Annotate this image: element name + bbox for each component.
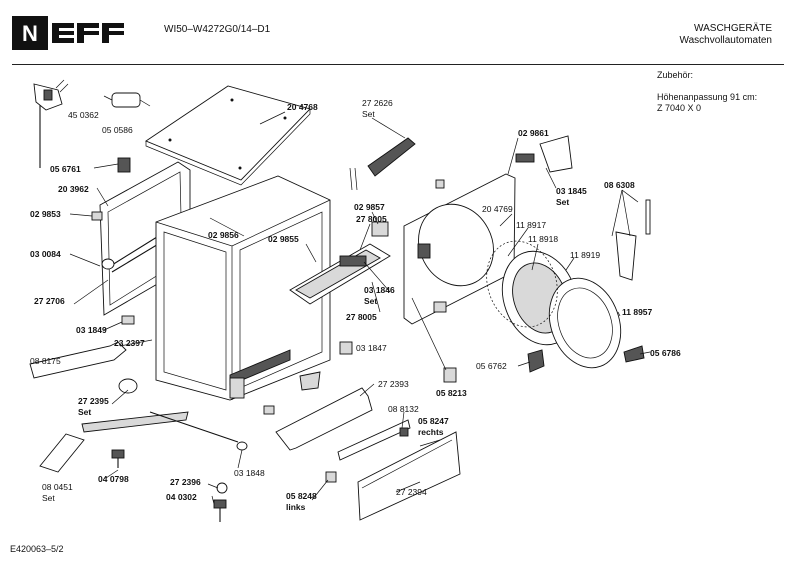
label-029855: 02 9855	[268, 234, 299, 244]
service-flap-part	[357, 431, 461, 521]
foot-set-part	[39, 411, 189, 473]
label-029857: 02 9857	[354, 202, 385, 212]
label-031847: 03 1847	[356, 343, 387, 353]
top-rail-part	[349, 137, 416, 191]
power-plug-part	[33, 79, 69, 168]
label-272706: 27 2706	[34, 296, 65, 306]
label-029856: 02 9856	[208, 230, 239, 240]
label-056762: 05 6762	[476, 361, 507, 371]
suppressor-part	[103, 92, 151, 108]
label-086308: 08 6308	[604, 180, 635, 190]
label-links: links	[286, 502, 306, 512]
label-040302: 04 0302	[166, 492, 197, 502]
label-rechts: rechts	[418, 427, 444, 437]
label-029853: 02 9853	[30, 209, 61, 219]
accessories-title: Zubehör:	[657, 70, 694, 80]
document-id: E420063–5/2	[10, 544, 64, 554]
neff-logo: N	[12, 16, 124, 50]
label-031848: 03 1848	[234, 468, 265, 478]
label-031845: 03 1845	[556, 186, 587, 196]
label-050586: 05 0586	[102, 125, 133, 135]
label-204768: 20 4768	[287, 102, 318, 112]
control-panel-part	[289, 221, 391, 305]
header-rule	[12, 64, 784, 65]
front-panel-part	[403, 173, 516, 325]
label-118917: 11 8917	[516, 220, 546, 230]
label-030084: 03 0084	[30, 249, 61, 259]
category-title: WASCHGERÄTE	[694, 23, 772, 34]
plinth-part	[275, 387, 411, 461]
label-058248: 05 8248	[286, 491, 317, 501]
housing-part	[155, 175, 331, 401]
label-set-a: Set	[362, 109, 375, 119]
label-080451: 08 0451	[42, 482, 73, 492]
part-labels: 45 0362 05 0586 20 4768 27 2626 Set 05 6…	[30, 98, 681, 512]
subcategory-title: Waschvollautomaten	[679, 35, 772, 46]
label-031846: 03 1846	[364, 285, 395, 295]
label-203962: 20 3962	[58, 184, 89, 194]
label-set-d: Set	[556, 197, 569, 207]
label-118919: 11 8919	[570, 250, 600, 260]
label-450362: 45 0362	[68, 110, 99, 120]
label-056761: 05 6761	[50, 164, 81, 174]
label-232397: 23 2397	[114, 338, 145, 348]
label-118957: 11 8957	[622, 307, 653, 317]
label-272396: 27 2396	[170, 477, 201, 487]
door-part	[486, 240, 622, 369]
label-029861: 02 9861	[518, 128, 549, 138]
label-031849: 03 1849	[76, 325, 107, 335]
model-number: WI50–W4272G0/14–D1	[164, 24, 271, 35]
label-272393: 27 2393	[378, 379, 409, 389]
accessory-number: Z 7040 X 0	[657, 103, 702, 113]
label-088175: 08 8175	[30, 356, 61, 366]
accessory-name: Höhenanpassung 91 cm:	[657, 92, 758, 102]
door-catch-part	[615, 199, 651, 281]
leader-lines	[69, 111, 651, 505]
label-set-c: Set	[364, 296, 377, 306]
label-088132: 08 8132	[388, 404, 419, 414]
label-272394: 27 2394	[396, 487, 427, 497]
label-058213: 05 8213	[436, 388, 467, 398]
svg-text:N: N	[22, 21, 38, 46]
label-040798: 04 0798	[98, 474, 129, 484]
label-set-b: Set	[78, 407, 91, 417]
wrench-part	[29, 341, 127, 379]
label-278005-a: 27 8005	[356, 214, 387, 224]
screws-part	[91, 157, 645, 522]
top-cover-part	[145, 85, 311, 186]
label-278005-b: 27 8005	[346, 312, 377, 322]
label-118918: 11 8918	[528, 234, 558, 244]
label-056786: 05 6786	[650, 348, 681, 358]
hinge-part	[515, 135, 573, 173]
label-058247: 05 8247	[418, 416, 449, 426]
label-272395: 27 2395	[78, 396, 109, 406]
label-set-e: Set	[42, 493, 55, 503]
label-272626: 27 2626	[362, 98, 393, 108]
label-204769: 20 4769	[482, 204, 513, 214]
